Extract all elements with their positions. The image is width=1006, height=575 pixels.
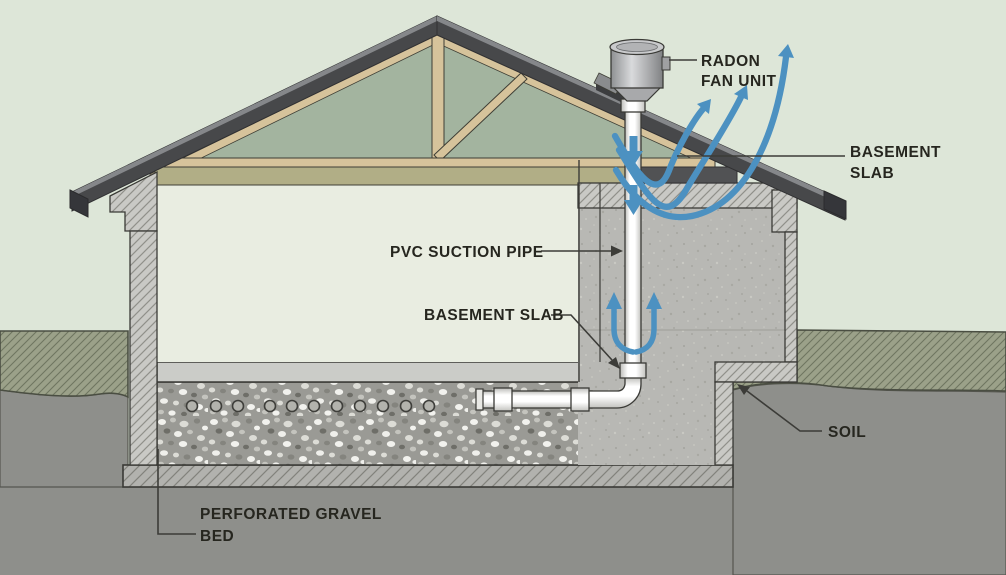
pipe-down-arrow-shaft [629,136,638,151]
pipe-elbow [587,376,642,409]
arrowhead-icon [697,99,711,114]
left-exterior-wall [129,230,158,466]
right-exterior-wall [784,231,798,363]
right-eave-wall [771,189,798,233]
perforation-hole [185,399,199,413]
roof-highlight-left [72,16,437,197]
leader-arrowhead-icon [611,245,623,257]
foundation-footing [122,464,734,488]
label-radon-fan-line2: FAN UNIT [701,73,777,90]
right-ledge [714,361,798,383]
radon-fan-unit [593,38,671,102]
exhaust-arrow-1 [611,105,707,188]
leader-gravel-bed [157,449,196,535]
perforation-hole [422,399,436,413]
labels: RADON FAN UNIT BASEMENT SLAB PVC SUCTION… [200,53,941,545]
inlet-arrow-left [611,304,636,355]
arrowhead-icon [734,85,748,100]
label-basement-slab-upper-line1: BASEMENT [850,144,941,161]
inlet-arrowhead-icon [606,292,622,309]
leader-arrowhead-icon [737,384,750,395]
leader-soil [746,390,822,432]
label-radon-fan-line1: RADON [701,53,760,70]
label-pvc-suction-pipe: PVC SUCTION PIPE [390,244,544,261]
fan-junction-box [661,56,671,71]
truss-king-post [431,29,445,159]
label-gravel-bed-line1: PERFORATED GRAVEL [200,506,382,523]
perforation-hole [307,399,321,413]
perforation-hole [330,399,344,413]
perforation-hole [376,399,390,413]
perforation-hole [353,399,367,413]
pipe-coupling-slab [619,362,647,379]
fan-lid-inner [616,42,658,52]
perforation-hole [209,399,223,413]
leader-basement-slab-lower [551,314,613,361]
perforation-hole [285,399,299,413]
airflow-arrowheads [606,44,794,309]
label-basement-slab-lower: BASEMENT SLAB [424,307,564,324]
leader-arrowheads [608,245,750,395]
pipe-down-arrowhead-icon [624,200,643,215]
topsoil-left [0,330,129,399]
basement-slab [156,361,581,383]
fascia-right [823,190,847,220]
leader-lines [157,59,845,535]
basement-interior [157,185,578,362]
label-gravel-bed-line2: BED [200,528,234,545]
inlet-arrow-right [633,304,657,355]
right-foundation-wall [714,381,734,466]
exhaust-arrow-2 [615,93,745,210]
perforated-pipe-holes [185,399,436,413]
pipe-end-cap [475,388,484,411]
pipe-down-arrow-shaft [629,185,638,200]
fascia-left [69,189,89,218]
pipe-coupling-2 [570,387,590,412]
inlet-arrowhead-icon [646,292,662,309]
ceiling-band [154,166,626,186]
label-basement-slab-upper-line2: SLAB [850,165,894,182]
pipe-coupling-1 [493,387,513,412]
leader-arrowhead-icon [608,357,620,369]
perforation-hole [263,399,277,413]
perforation-hole [231,399,245,413]
arrowhead-icon [778,44,794,58]
label-soil: SOIL [828,424,866,441]
perforation-hole [399,399,413,413]
subsoil-left [0,389,129,488]
pipe-down-arrowhead-icon [624,151,643,166]
left-wall-top-block [109,170,158,232]
